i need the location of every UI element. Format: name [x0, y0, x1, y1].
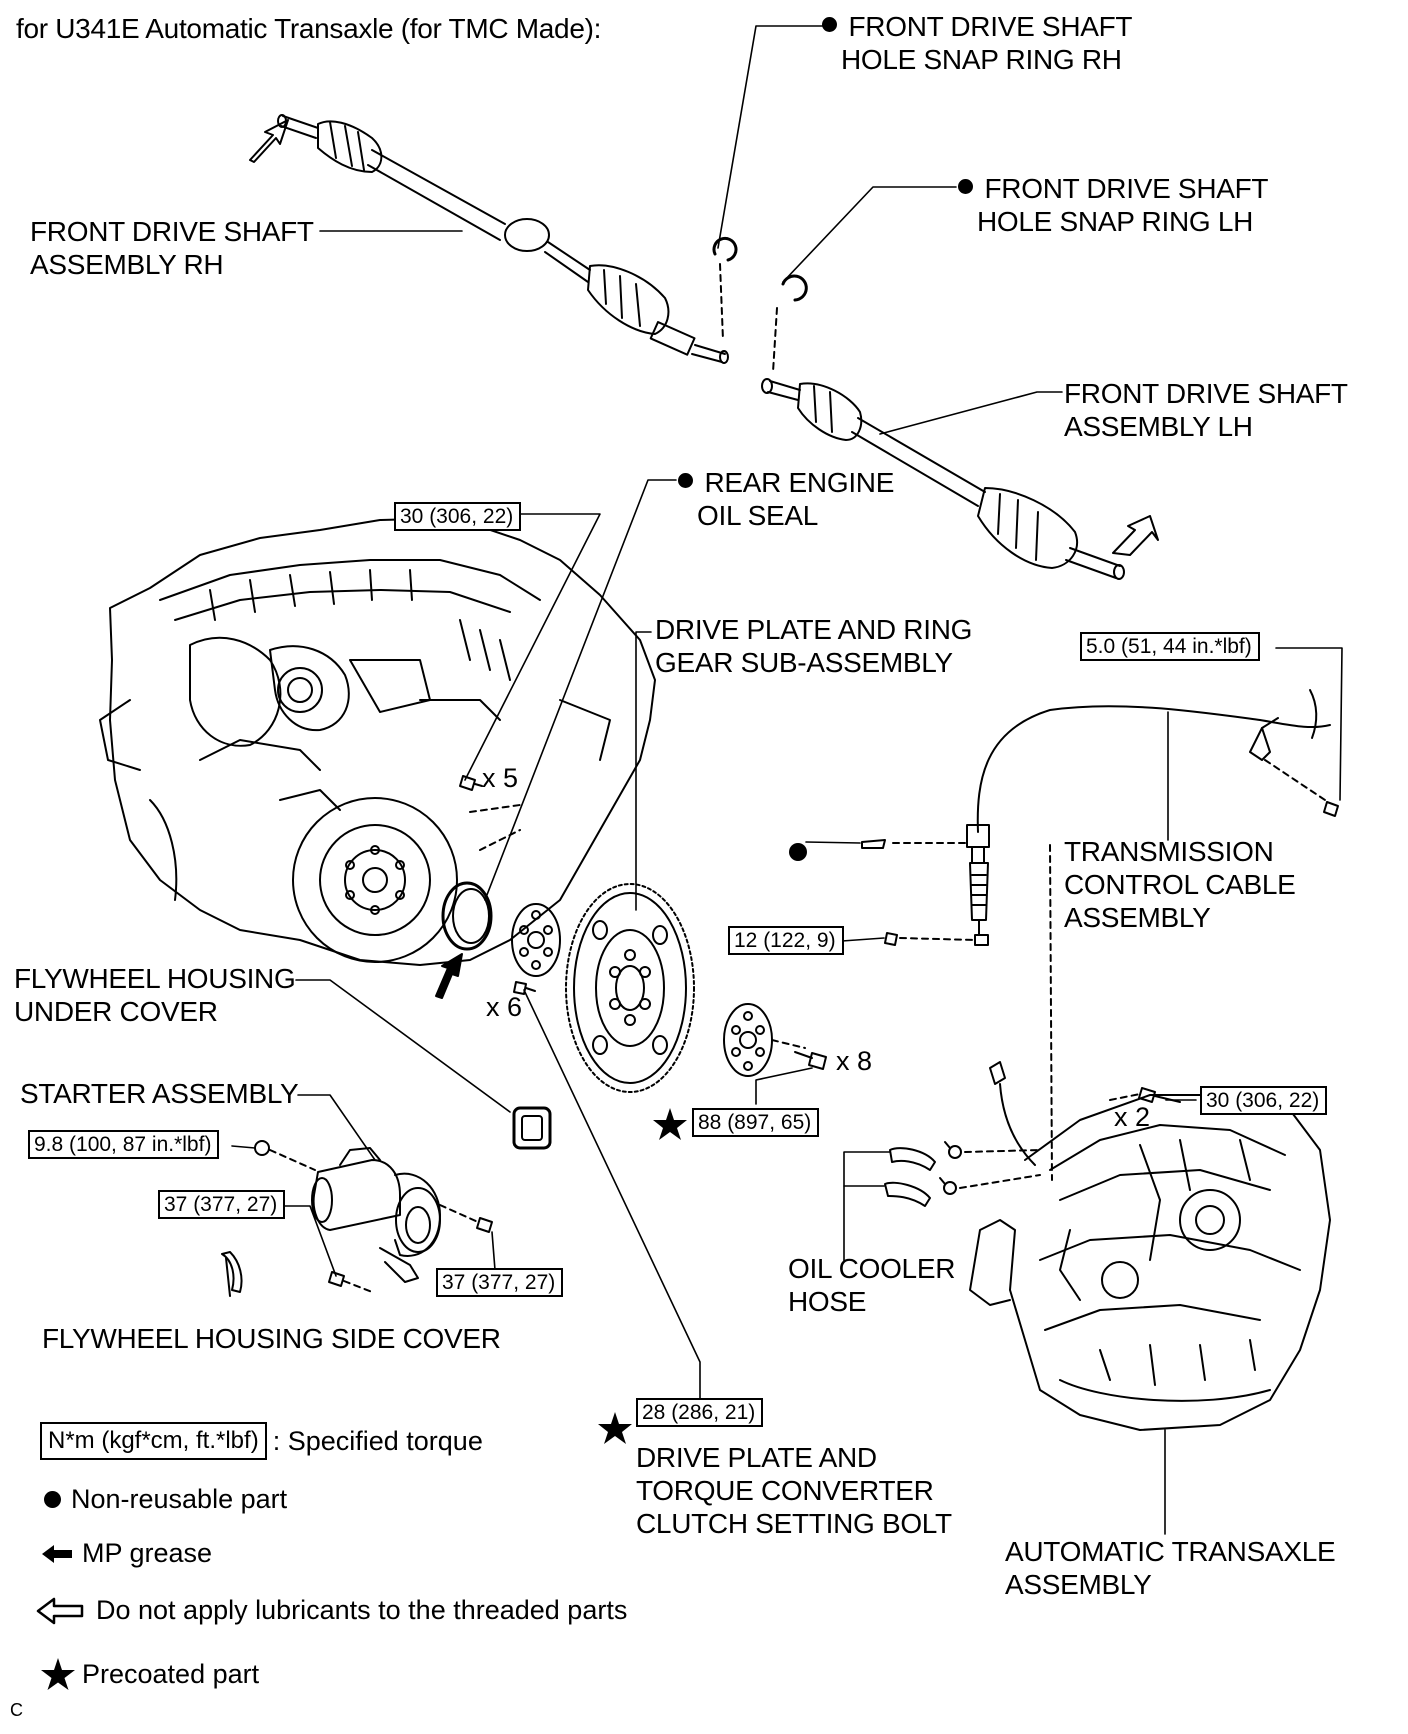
symbol-marks — [598, 843, 807, 1444]
label-setting-bolt: DRIVE PLATE AND TORQUE CONVERTER CLUTCH … — [636, 1441, 952, 1540]
label-drive-plate-line1: DRIVE PLATE AND RING — [655, 614, 973, 645]
precoated-star-drive-plate-bolt — [653, 1108, 687, 1140]
label-under-cover-line2: UNDER COVER — [14, 996, 218, 1027]
non-reusable-dot-icon — [44, 1491, 61, 1508]
label-control-cable-line2: CONTROL CABLE — [1064, 869, 1296, 900]
label-control-cable-line1: TRANSMISSION — [1064, 836, 1274, 867]
label-drive-plate-line2: GEAR SUB-ASSEMBLY — [655, 647, 953, 678]
label-control-cable-line3: ASSEMBLY — [1064, 902, 1211, 933]
legend-precoated: Precoated part — [40, 1657, 259, 1691]
label-under-cover: FLYWHEEL HOUSING UNDER COVER — [14, 962, 296, 1028]
legend-mp-grease-text: MP grease — [82, 1538, 213, 1568]
label-snap-ring-lh-line1: FRONT DRIVE SHAFT — [984, 173, 1269, 204]
converter-spacer-drawing — [723, 1003, 827, 1077]
qty-transaxle-bolts: x 2 — [1114, 1102, 1151, 1132]
side-cover-drawing — [221, 1251, 243, 1297]
snap-rings-drawing — [712, 236, 808, 373]
label-snap-ring-rh: FRONT DRIVE SHAFT HOLE SNAP RING RH — [822, 10, 1133, 76]
torque-starter-bolt-lower: 37 (377, 27) — [436, 1268, 564, 1297]
qty-drive-plate-bolts: x 8 — [836, 1046, 873, 1076]
solid-arrow-icon — [42, 1544, 72, 1563]
label-drive-shaft-lh-line1: FRONT DRIVE SHAFT — [1064, 378, 1348, 409]
label-oil-cooler-hose-line1: OIL COOLER — [788, 1253, 956, 1284]
legend-torque-text: : Specified torque — [272, 1425, 483, 1456]
legend-torque-box: N*m (kgf*cm, ft.*lbf) — [40, 1422, 267, 1460]
engine-drawing — [99, 517, 656, 966]
torque-engine-bolt: 30 (306, 22) — [394, 502, 522, 531]
torque-starter-nut: 9.8 (100, 87 in.*lbf) — [28, 1130, 220, 1159]
under-cover-drawing — [512, 1106, 552, 1150]
label-setting-bolt-line1: DRIVE PLATE AND — [636, 1442, 877, 1473]
torque-cable-bracket: 5.0 (51, 44 in.*lbf) — [1080, 632, 1260, 661]
legend-mp-grease: MP grease — [40, 1538, 212, 1569]
non-reusable-dot-clip — [789, 843, 807, 861]
label-oil-cooler-hose-line2: HOSE — [788, 1286, 867, 1317]
label-drive-shaft-lh: FRONT DRIVE SHAFT ASSEMBLY LH — [1064, 377, 1348, 443]
label-transaxle: AUTOMATIC TRANSAXLE ASSEMBLY — [1005, 1535, 1336, 1601]
label-under-cover-line1: FLYWHEEL HOUSING — [14, 963, 296, 994]
label-transaxle-line1: AUTOMATIC TRANSAXLE — [1005, 1536, 1336, 1567]
label-oil-seal-line1: REAR ENGINE — [704, 467, 895, 498]
label-control-cable: TRANSMISSION CONTROL CABLE ASSEMBLY — [1064, 835, 1296, 934]
label-snap-ring-lh: FRONT DRIVE SHAFT HOLE SNAP RING LH — [958, 172, 1269, 238]
label-starter: STARTER ASSEMBLY — [20, 1078, 299, 1109]
legend-precoated-text: Precoated part — [82, 1658, 260, 1689]
corner-mark: C — [10, 1700, 23, 1720]
label-setting-bolt-line3: CLUTCH SETTING BOLT — [636, 1508, 952, 1539]
label-drive-shaft-rh: FRONT DRIVE SHAFT ASSEMBLY RH — [30, 215, 314, 281]
torque-cable-nut: 12 (122, 9) — [728, 926, 844, 955]
label-side-cover: FLYWHEEL HOUSING SIDE COVER — [42, 1323, 501, 1354]
drive-shaft-rh-drawing — [249, 114, 729, 364]
label-oil-cooler-hose: OIL COOLER HOSE — [788, 1252, 955, 1318]
page-title: for U341E Automatic Transaxle (for TMC M… — [16, 13, 602, 44]
precoated-star-setting-bolt — [598, 1412, 632, 1444]
legend-no-lubricant-text: Do not apply lubricants to the threaded … — [96, 1595, 628, 1625]
label-drive-shaft-rh-line1: FRONT DRIVE SHAFT — [30, 216, 314, 247]
label-drive-plate: DRIVE PLATE AND RING GEAR SUB-ASSEMBLY — [655, 613, 972, 679]
spacer-plate-drawing — [511, 903, 561, 995]
label-drive-shaft-lh-line2: ASSEMBLY LH — [1064, 411, 1253, 442]
torque-transaxle-bolt: 30 (306, 22) — [1200, 1086, 1328, 1115]
legend-non-reusable-text: Non-reusable part — [71, 1484, 288, 1514]
control-cable-drawing — [861, 689, 1339, 1181]
hollow-arrow-icon — [36, 1597, 84, 1624]
label-oil-seal-line2: OIL SEAL — [697, 500, 819, 531]
torque-drive-plate-bolt: 88 (897, 65) — [692, 1108, 820, 1137]
label-snap-ring-lh-line2: HOLE SNAP RING LH — [977, 206, 1254, 237]
qty-setting-bolts: x 6 — [486, 992, 523, 1022]
qty-engine-bolts: x 5 — [482, 763, 519, 793]
label-setting-bolt-line2: TORQUE CONVERTER — [636, 1475, 934, 1506]
legend-torque: N*m (kgf*cm, ft.*lbf) : Specified torque — [40, 1422, 483, 1460]
legend-no-lubricant: Do not apply lubricants to the threaded … — [36, 1595, 627, 1626]
torque-setting-bolt: 28 (286, 21) — [636, 1398, 764, 1427]
label-transaxle-line2: ASSEMBLY — [1005, 1569, 1152, 1600]
label-snap-ring-rh-line1: FRONT DRIVE SHAFT — [848, 11, 1133, 42]
label-snap-ring-rh-line2: HOLE SNAP RING RH — [841, 44, 1122, 75]
label-drive-shaft-rh-line2: ASSEMBLY RH — [30, 249, 224, 280]
drive-plate-drawing — [565, 883, 695, 1093]
label-rear-engine-oil-seal: REAR ENGINE OIL SEAL — [678, 466, 894, 532]
drive-shaft-lh-drawing — [761, 378, 1159, 580]
transaxle-drawing — [969, 1087, 1331, 1431]
oil-cooler-hose-drawing — [884, 1061, 1041, 1207]
leader-lines — [231, 25, 1343, 1535]
starter-drawing — [254, 1140, 493, 1293]
torque-starter-bolt-upper: 37 (377, 27) — [158, 1190, 286, 1219]
star-icon — [41, 1658, 75, 1690]
legend-non-reusable: Non-reusable part — [44, 1484, 287, 1515]
oil-seal-drawing — [435, 829, 521, 999]
